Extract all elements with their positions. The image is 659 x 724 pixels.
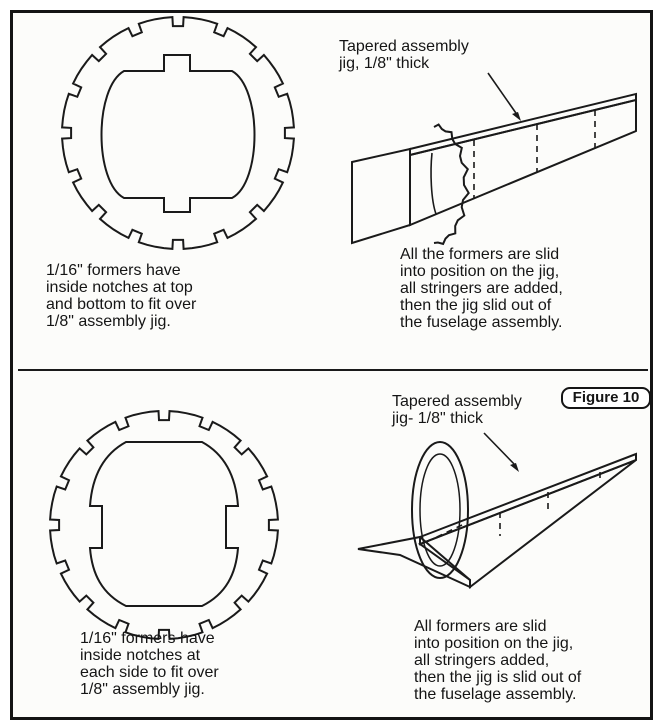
- assembly-caption-bottom: All formers are slid into position on th…: [414, 618, 582, 703]
- figure-label-badge: Figure 10: [561, 387, 651, 409]
- jig-top-former-stations: [473, 110, 596, 199]
- jig-assembly-top: [351, 72, 637, 246]
- jig-top-leader-arrow: [512, 112, 521, 121]
- jig-top-former-face: [430, 152, 437, 215]
- section-divider: [18, 369, 648, 371]
- former-bottom-inner-cutout: [88, 441, 240, 607]
- jig-bottom-former-rim-inner: [419, 453, 461, 567]
- jig-bottom-leader-line: [483, 432, 517, 467]
- jig-top-side: [409, 98, 637, 227]
- jig-bottom-former-rim-outer: [411, 441, 469, 579]
- jig-assembly-bottom: [357, 432, 637, 590]
- assembly-caption-top: All the formers are slid into position o…: [400, 246, 563, 331]
- jig-bottom-front-plate: [357, 535, 471, 589]
- jig-bottom-leader-arrow: [510, 463, 519, 472]
- former-top-inner-cutout: [100, 54, 256, 213]
- jig-label-bottom: Tapered assembly jig- 1/8" thick: [392, 393, 522, 427]
- jig-top-former-rim: [433, 123, 470, 246]
- former-caption-bottom: 1/16" formers have inside notches at eac…: [80, 630, 219, 698]
- former-bottom-outer-ring: [49, 410, 279, 640]
- former-top-outer-ring: [61, 16, 295, 250]
- jig-bottom-former-stations: [419, 472, 601, 546]
- jig-top-front-plate: [351, 147, 411, 245]
- jig-label-top: Tapered assembly jig, 1/8" thick: [339, 38, 469, 72]
- jig-top-leader-line: [487, 72, 519, 117]
- former-caption-top: 1/16" formers have inside notches at top…: [46, 262, 197, 330]
